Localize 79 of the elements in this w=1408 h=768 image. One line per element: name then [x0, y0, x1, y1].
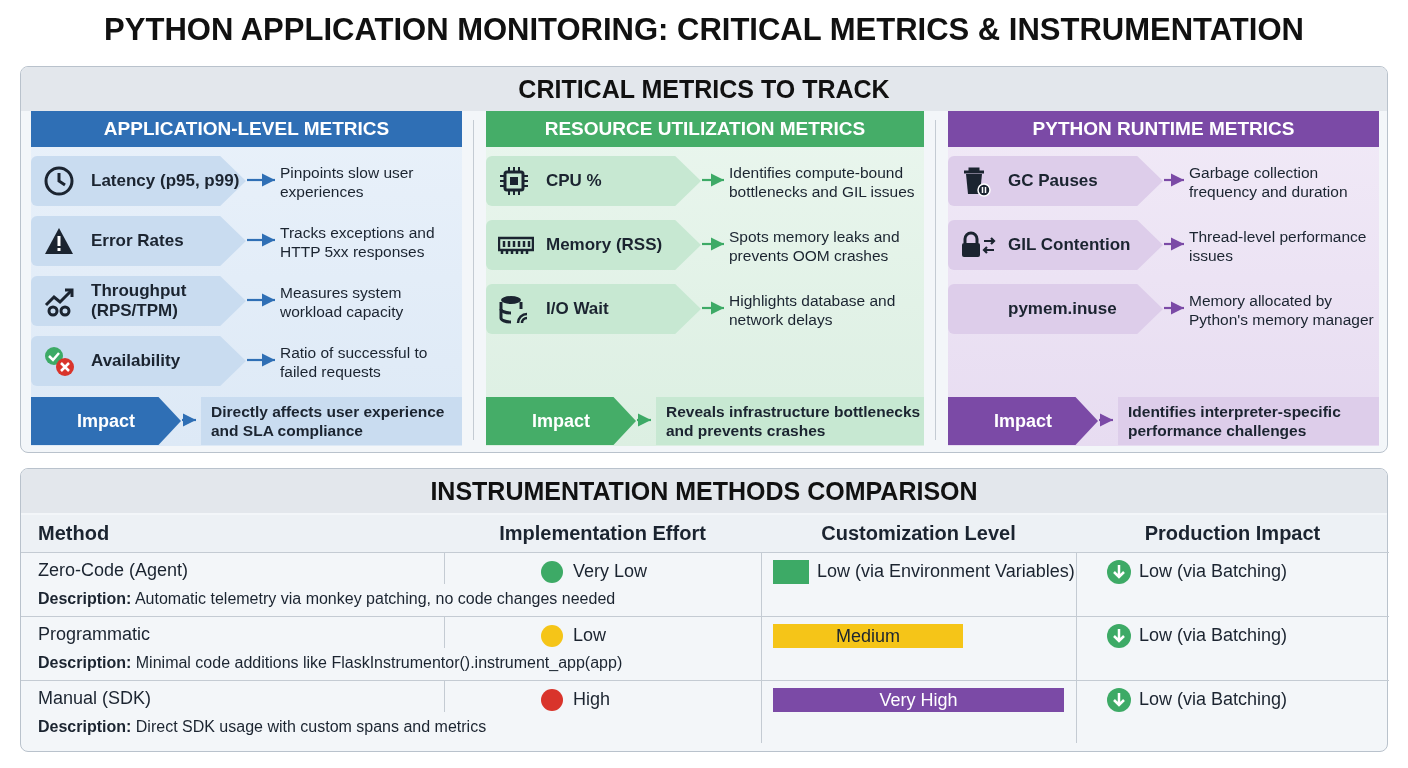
- method-description: Description: Direct SDK usage with custom spans and metrics: [38, 718, 487, 736]
- arrow: [1099, 413, 1113, 427]
- impact-tag: Impact: [486, 397, 636, 445]
- method-description: Description: Minimal code additions like FlaskInstrumentor().instrument_app(app): [38, 654, 623, 672]
- metric-name: GIL Contention: [1008, 235, 1131, 255]
- arrow: [182, 413, 196, 427]
- metric-name: I/O Wait: [546, 299, 609, 319]
- metric-tag: [486, 284, 701, 334]
- column-header: Implementation Effort: [498, 522, 707, 545]
- arrow: [702, 301, 724, 315]
- method-name: Programmatic: [38, 624, 151, 645]
- metric-tag: [31, 216, 246, 266]
- effort-level: Very Low: [573, 561, 648, 582]
- metric-tag: [486, 220, 701, 270]
- section-heading: CRITICAL METRICS TO TRACK: [21, 67, 1387, 111]
- metric-tag: [948, 220, 1163, 270]
- metric-tag: [31, 156, 246, 206]
- production-impact: Low (via Batching): [1139, 625, 1288, 646]
- arrow: [637, 413, 651, 427]
- production-impact: Low (via Batching): [1139, 689, 1288, 710]
- metric-name: Latency (p95, p99): [91, 171, 240, 191]
- metric-tag: [948, 156, 1163, 206]
- column-header: Method: [38, 522, 110, 545]
- metric-tag: [486, 156, 701, 206]
- metric-description: Ratio of successful to failed requests: [280, 339, 460, 385]
- method-description: Description: Automatic telemetry via monkey patching, no code changes needed: [38, 590, 616, 608]
- page-title: PYTHON APPLICATION MONITORING: CRITICAL METRICS & INSTRUMENTATION: [103, 12, 1305, 49]
- impact-tag: Impact: [31, 397, 181, 445]
- metric-description: Spots memory leaks and prevents OOM crashes: [729, 223, 926, 269]
- section-heading: INSTRUMENTATION METHODS COMPARISON: [21, 469, 1387, 513]
- method-name: Zero-Code (Agent): [38, 560, 189, 581]
- metric-name: GC Pauses: [1008, 171, 1098, 191]
- arrow: [1164, 301, 1184, 315]
- metric-name: CPU %: [546, 171, 602, 191]
- impact-tag: Impact: [948, 397, 1098, 445]
- arrow: [247, 173, 275, 187]
- metric-description: Garbage collection frequency and duration: [1189, 159, 1381, 205]
- arrow: [247, 293, 275, 307]
- metric-name: Error Rates: [91, 231, 184, 251]
- panel-header: RESOURCE UTILIZATION METRICS: [486, 111, 924, 147]
- metric-description: Tracks exceptions and HTTP 5xx responses: [280, 219, 460, 265]
- arrow: [702, 173, 724, 187]
- metric-tag: [31, 276, 246, 326]
- arrow: [702, 237, 724, 251]
- metric-name: Throughput (RPS/TPM): [91, 281, 188, 321]
- level-bar: Very High: [773, 688, 1064, 712]
- column-header: Customization Level: [820, 522, 1017, 545]
- metric-description: Memory allocated by Python's memory manager: [1189, 287, 1381, 333]
- metric-tag: [948, 284, 1163, 334]
- metric-name: Availability: [91, 351, 181, 371]
- metric-description: Highlights database and network delays: [729, 287, 926, 333]
- metric-name: pymem.inuse: [1008, 299, 1117, 319]
- section-panel: [20, 66, 1388, 453]
- section-panel: [20, 468, 1388, 752]
- customization-level: Low (via Environment Variables): [817, 561, 1075, 582]
- column-header: Production Impact: [1143, 522, 1322, 545]
- level-bar: Medium: [773, 624, 963, 648]
- metric-description: Thread-level performance issues: [1189, 223, 1381, 269]
- metric-description: Identifies compute-bound bottlenecks and GIL issues: [729, 159, 926, 205]
- category-panel: [486, 111, 924, 446]
- impact-description: Identifies interpreter-specific performance challenges: [1118, 397, 1379, 445]
- method-name: Manual (SDK): [38, 688, 152, 709]
- production-impact: Low (via Batching): [1139, 561, 1288, 582]
- metric-description: Pinpoints slow user experiences: [280, 159, 460, 205]
- panel-header: APPLICATION-LEVEL METRICS: [31, 111, 462, 147]
- category-panel: [948, 111, 1379, 446]
- arrow: [247, 353, 275, 367]
- category-panel: [31, 111, 462, 446]
- impact-description: Directly affects user experience and SLA compliance: [201, 397, 462, 445]
- effort-level: Low: [573, 625, 607, 646]
- metric-description: Measures system workload capacity: [280, 279, 460, 325]
- arrow: [1164, 237, 1184, 251]
- arrow: [247, 233, 275, 247]
- arrow: [1164, 173, 1184, 187]
- metric-name: Memory (RSS): [546, 235, 663, 255]
- metric-tag: [31, 336, 246, 386]
- effort-level: High: [573, 689, 611, 710]
- impact-description: Reveals infrastructure bottlenecks and prevents crashes: [656, 397, 924, 445]
- panel-header: PYTHON RUNTIME METRICS: [948, 111, 1379, 147]
